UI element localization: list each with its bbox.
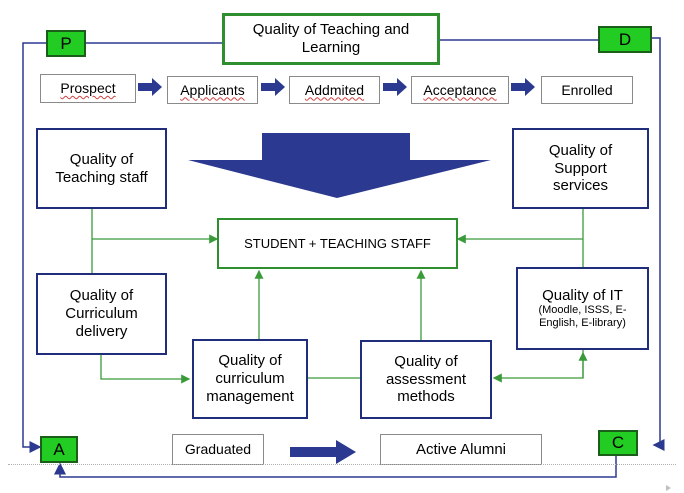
- pdca-check-label: C: [611, 433, 625, 452]
- curriculum-delivery-line1: Quality of: [69, 287, 134, 305]
- pdca-do-label: D: [618, 29, 632, 49]
- curriculum-management-line1: Quality of: [218, 352, 282, 370]
- assessment-methods-box: Quality of assessment methods: [360, 340, 492, 419]
- pdca-check-box: C: [598, 430, 638, 456]
- student-teaching-staff-box: STUDENT + TEACHING STAFF: [217, 218, 458, 269]
- teaching-staff-line2: Teaching staff: [55, 168, 148, 186]
- student-teaching-staff-label: STUDENT + TEACHING STAFF: [244, 235, 431, 251]
- slide-divider: [8, 464, 676, 465]
- curriculum-management-box: Quality of curriculum management: [192, 339, 308, 419]
- pipeline-arrow-3: [383, 78, 407, 96]
- assessment-methods-line2: assessment: [385, 370, 467, 388]
- curriculum-delivery-box: Quality of Curriculum delivery: [36, 273, 167, 355]
- pdca-loop-lines: [22, 37, 665, 478]
- graduated-label: Graduated: [184, 441, 252, 458]
- curriculum-management-line2: curriculum: [215, 370, 285, 388]
- pipeline-applicants-label: Applicants: [180, 81, 245, 98]
- curriculum-delivery-line2: Curriculum: [65, 305, 138, 323]
- pdca-act-label: A: [53, 439, 65, 459]
- assessment-methods-line3: methods: [397, 388, 455, 406]
- title-line1: Quality of Teaching and: [252, 21, 410, 39]
- assessment-methods-line1: Quality of: [394, 352, 458, 370]
- pipeline-admitted-label: Addmited: [304, 81, 365, 98]
- it-line2: (Moodle, ISSS, E-: [538, 304, 627, 317]
- pdca-plan-box: P: [46, 30, 86, 57]
- support-services-line3: services: [552, 177, 608, 195]
- teaching-staff-box: Quality of Teaching staff: [36, 128, 167, 209]
- it-box: Quality of IT (Moodle, ISSS, E- English,…: [516, 267, 649, 350]
- pipeline-acceptance: Acceptance: [411, 76, 509, 104]
- it-line3: English, E-library): [539, 317, 626, 330]
- support-services-box: Quality of Support services: [512, 128, 649, 209]
- pipeline-arrow-1: [138, 78, 162, 96]
- pipeline-admitted: Addmited: [289, 76, 380, 104]
- support-services-line2: Support: [554, 159, 607, 177]
- active-alumni-box: Active Alumni: [380, 434, 542, 465]
- pdca-act-box: A: [40, 436, 78, 463]
- curriculum-management-line3: management: [206, 387, 294, 405]
- curriculum-delivery-line3: delivery: [75, 322, 128, 340]
- pipeline-enrolled: Enrolled: [541, 76, 633, 104]
- graduated-arrow: [290, 440, 356, 464]
- title-line2: Learning: [301, 39, 361, 56]
- slide-marker-icon: [666, 485, 671, 491]
- active-alumni-label: Active Alumni: [415, 440, 507, 458]
- pipeline-enrolled-label: Enrolled: [561, 81, 613, 98]
- graduated-box: Graduated: [172, 434, 264, 465]
- pipeline-acceptance-label: Acceptance: [423, 81, 497, 98]
- big-down-arrow: [188, 133, 491, 198]
- pipeline-prospect: Prospect: [40, 74, 136, 103]
- pipeline-arrow-4: [511, 78, 535, 96]
- teaching-staff-line1: Quality of: [69, 150, 134, 168]
- title-box: Quality of Teaching and Learning: [222, 13, 440, 65]
- support-services-line1: Quality of: [548, 141, 613, 159]
- pipeline-prospect-label: Prospect: [60, 80, 116, 97]
- it-line1: Quality of IT: [542, 286, 623, 304]
- pipeline-applicants: Applicants: [167, 76, 258, 104]
- pdca-do-box: D: [598, 26, 652, 53]
- pipeline-arrow-2: [261, 78, 285, 96]
- pdca-plan-label: P: [60, 33, 72, 53]
- green-connectors: [91, 209, 588, 384]
